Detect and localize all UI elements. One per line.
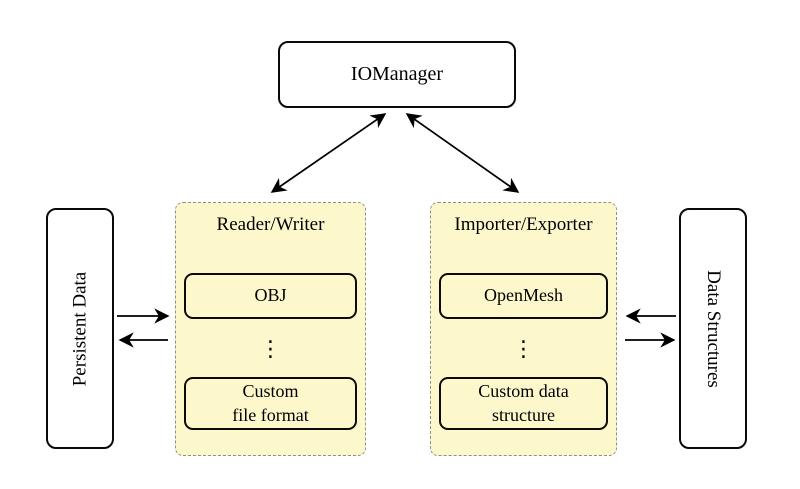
obj-node: OBJ	[184, 273, 357, 319]
arrow-iomanager-importerexporter	[405, 113, 520, 193]
arrow-iomanager-readerwriter	[270, 113, 387, 193]
openmesh-node: OpenMesh	[439, 273, 608, 319]
vertical-ellipsis: ⋮	[512, 337, 535, 362]
iomanager-node: IOManager	[278, 41, 516, 108]
vertical-ellipsis: ⋮	[259, 337, 282, 362]
custom-data-structure-node: Custom data structure	[439, 377, 608, 430]
iomanager-label: IOManager	[350, 63, 444, 85]
custom-file-format-node: Custom file format	[184, 377, 357, 430]
persistent-data-label: Persistent Data	[69, 271, 91, 386]
persistent-data-node: Persistent Data	[46, 208, 114, 449]
importer-exporter-panel-title: Importer/Exporter	[454, 214, 593, 235]
reader-writer-panel-title: Reader/Writer	[216, 214, 325, 235]
reader-writer-panel: Reader/Writer OBJ ⋮ Custom file format	[175, 202, 366, 456]
importer-exporter-panel: Importer/Exporter OpenMesh ⋮ Custom data…	[430, 202, 617, 456]
data-structures-node: Data Structures	[679, 208, 747, 449]
data-structures-label: Data Structures	[703, 269, 724, 388]
